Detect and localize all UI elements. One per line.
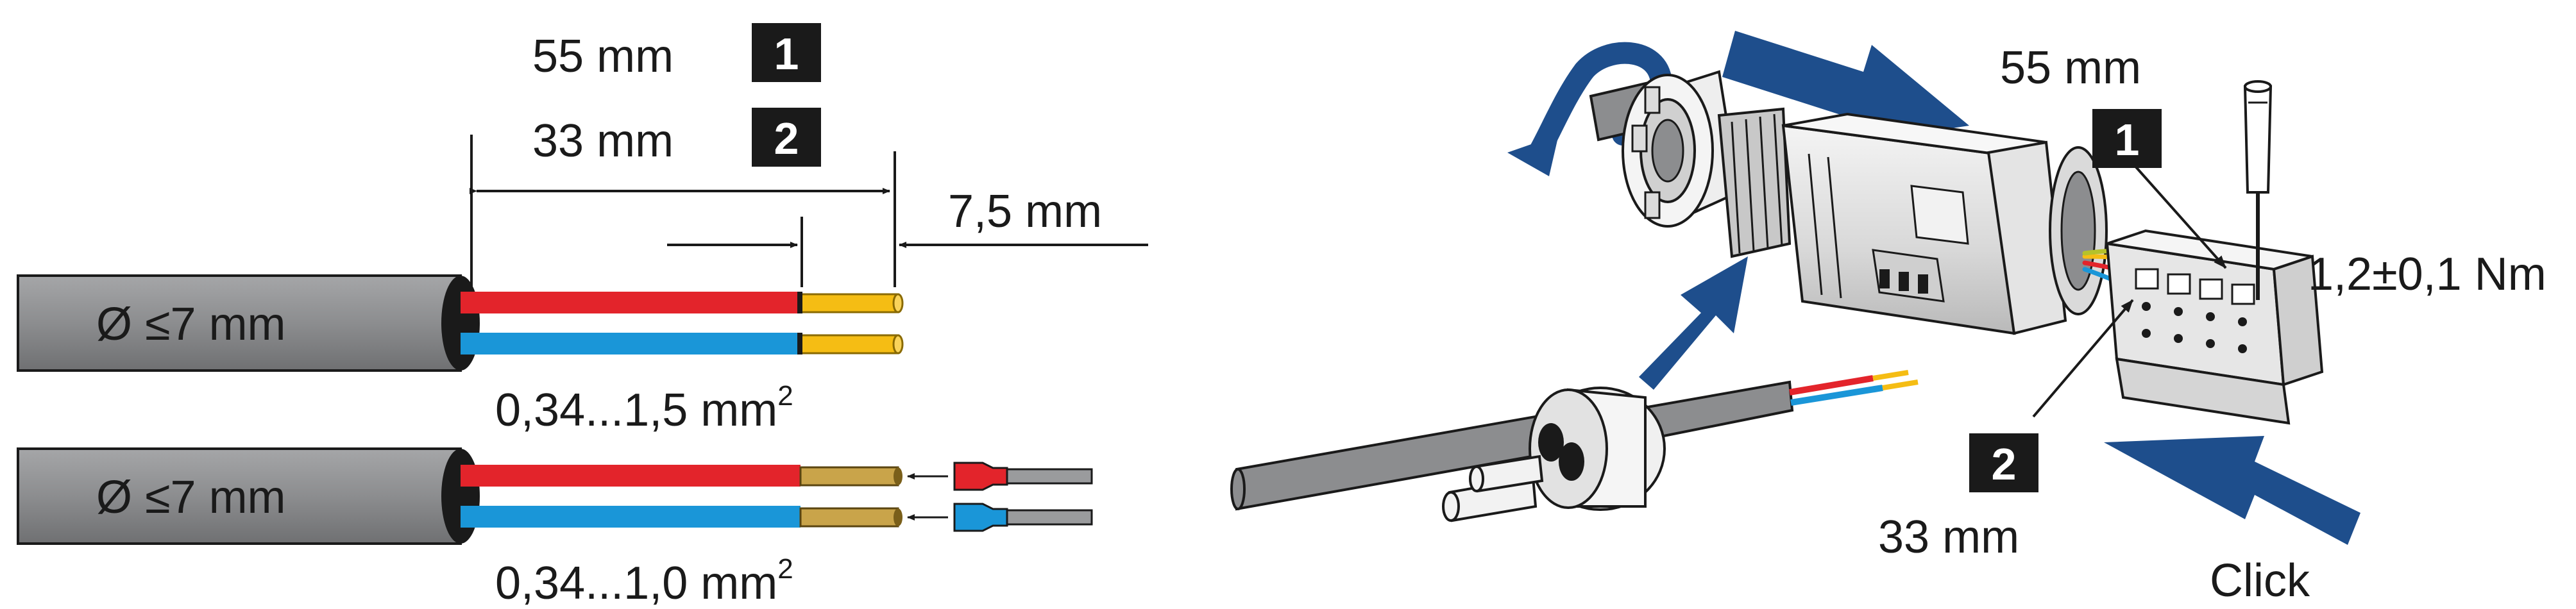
push-arrow-seal-icon — [1639, 256, 1748, 390]
stripping-panel: 55 mm 1 33 mm 2 7,5 mm Ø — [17, 23, 1148, 609]
torque-label: 1,2±0,1 Nm — [2308, 249, 2546, 300]
connector-icon — [1781, 112, 2108, 335]
badge-2-number: 2 — [774, 113, 799, 163]
assembly-badge-2-number: 2 — [1992, 439, 2017, 489]
assembly-badge-1 — [2092, 109, 2162, 168]
cable-1-cross-section-label: 0,34...1,5 mm2 — [495, 380, 793, 436]
badge-1 — [752, 23, 821, 82]
cable-2-cross-section-label: 0,34...1,0 mm2 — [495, 553, 793, 606]
click-label: Click — [2210, 555, 2310, 606]
strip-length-insulation-label: 7,5 mm — [948, 186, 1102, 237]
cable-2-diameter-label: Ø ≤7 mm — [96, 472, 286, 523]
assembly-panel: 55 mm 1 2 33 mm 1,2±0,1 Nm Click — [1230, 31, 2546, 606]
terminal-block-icon — [2105, 229, 2324, 425]
cable-1-diameter-label: Ø ≤7 mm — [96, 299, 286, 350]
assembly-length-2-label: 33 mm — [1878, 512, 2019, 563]
screwdriver-icon — [2243, 80, 2273, 300]
leader-line-1 — [2131, 162, 2227, 269]
leader-line-2 — [2032, 299, 2134, 418]
assembly-length-1-label: 55 mm — [2000, 42, 2141, 94]
strip-length-2-label: 33 mm — [532, 115, 674, 167]
click-arrow-icon — [2104, 436, 2360, 545]
cable-stripped-icon — [17, 274, 904, 372]
clamping-ring-icon — [1717, 107, 1792, 258]
dimension-lines — [470, 135, 1148, 287]
badge-2 — [752, 108, 821, 167]
strip-length-1-label: 55 mm — [532, 31, 674, 82]
assembly-badge-2 — [1969, 433, 2038, 492]
seal-icon — [1442, 387, 1666, 522]
assembly-badge-1-number: 1 — [2115, 115, 2140, 165]
push-arrow-top-icon — [1722, 31, 1969, 145]
badge-1-number: 1 — [774, 29, 799, 79]
cable-ferrule-icon — [17, 447, 1093, 545]
